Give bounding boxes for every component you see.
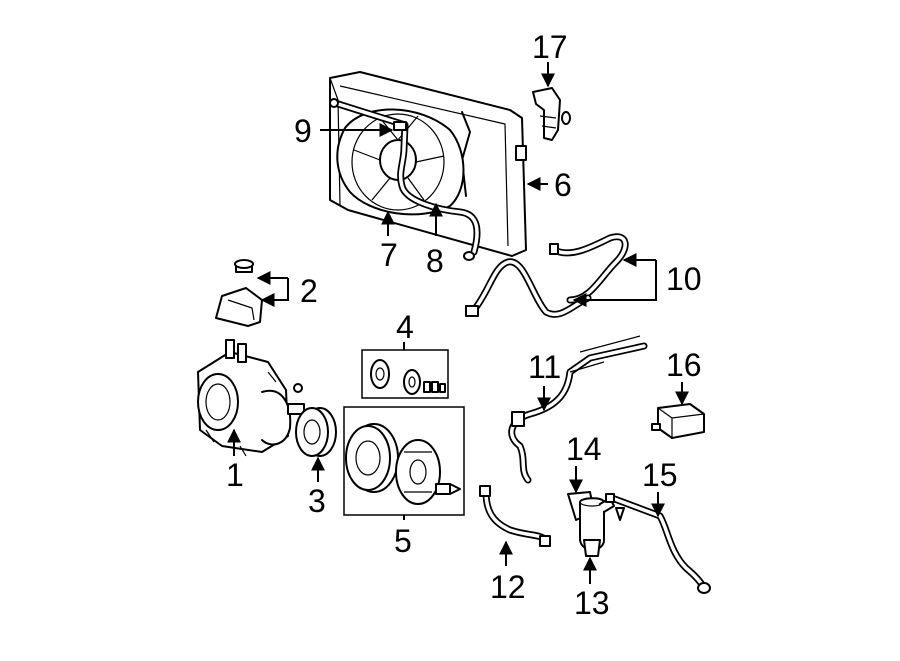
callout-3: 3 [308, 483, 326, 519]
callout-12: 12 [490, 569, 526, 605]
callout-11: 11 [528, 349, 561, 385]
callout-6: 6 [554, 167, 572, 203]
callout-1: 1 [226, 457, 244, 493]
part-16-switch [651, 403, 705, 439]
part-17-hose [532, 87, 571, 141]
part-5-clutch-box [343, 406, 465, 516]
part-10-lines [465, 233, 629, 318]
part-12-hose [479, 485, 551, 547]
part-1-compressor [197, 339, 305, 457]
part-13-14-accumulator [567, 491, 615, 557]
part-15-hose [605, 493, 711, 594]
callout-15: 15 [642, 457, 678, 493]
callout-14: 14 [566, 431, 602, 467]
part-11-line [508, 335, 648, 484]
callout-9: 9 [294, 113, 312, 149]
callout-8: 8 [426, 243, 444, 279]
part-2-bracket [215, 259, 263, 327]
callout-5: 5 [394, 523, 412, 559]
callout-13: 13 [574, 585, 610, 621]
part-3-coil [295, 407, 337, 457]
callout-10: 10 [666, 261, 702, 297]
callout-17: 17 [532, 29, 568, 65]
callout-labels: 17 6 9 7 8 10 2 4 11 16 14 15 1 3 5 12 1… [226, 29, 702, 621]
callout-7: 7 [380, 237, 398, 273]
callout-2: 2 [300, 273, 318, 309]
condenser-assembly [329, 71, 527, 261]
callout-16: 16 [666, 347, 702, 383]
part-4-kit-box [361, 349, 449, 399]
callout-4: 4 [396, 309, 414, 345]
leader-lines [227, 62, 689, 584]
